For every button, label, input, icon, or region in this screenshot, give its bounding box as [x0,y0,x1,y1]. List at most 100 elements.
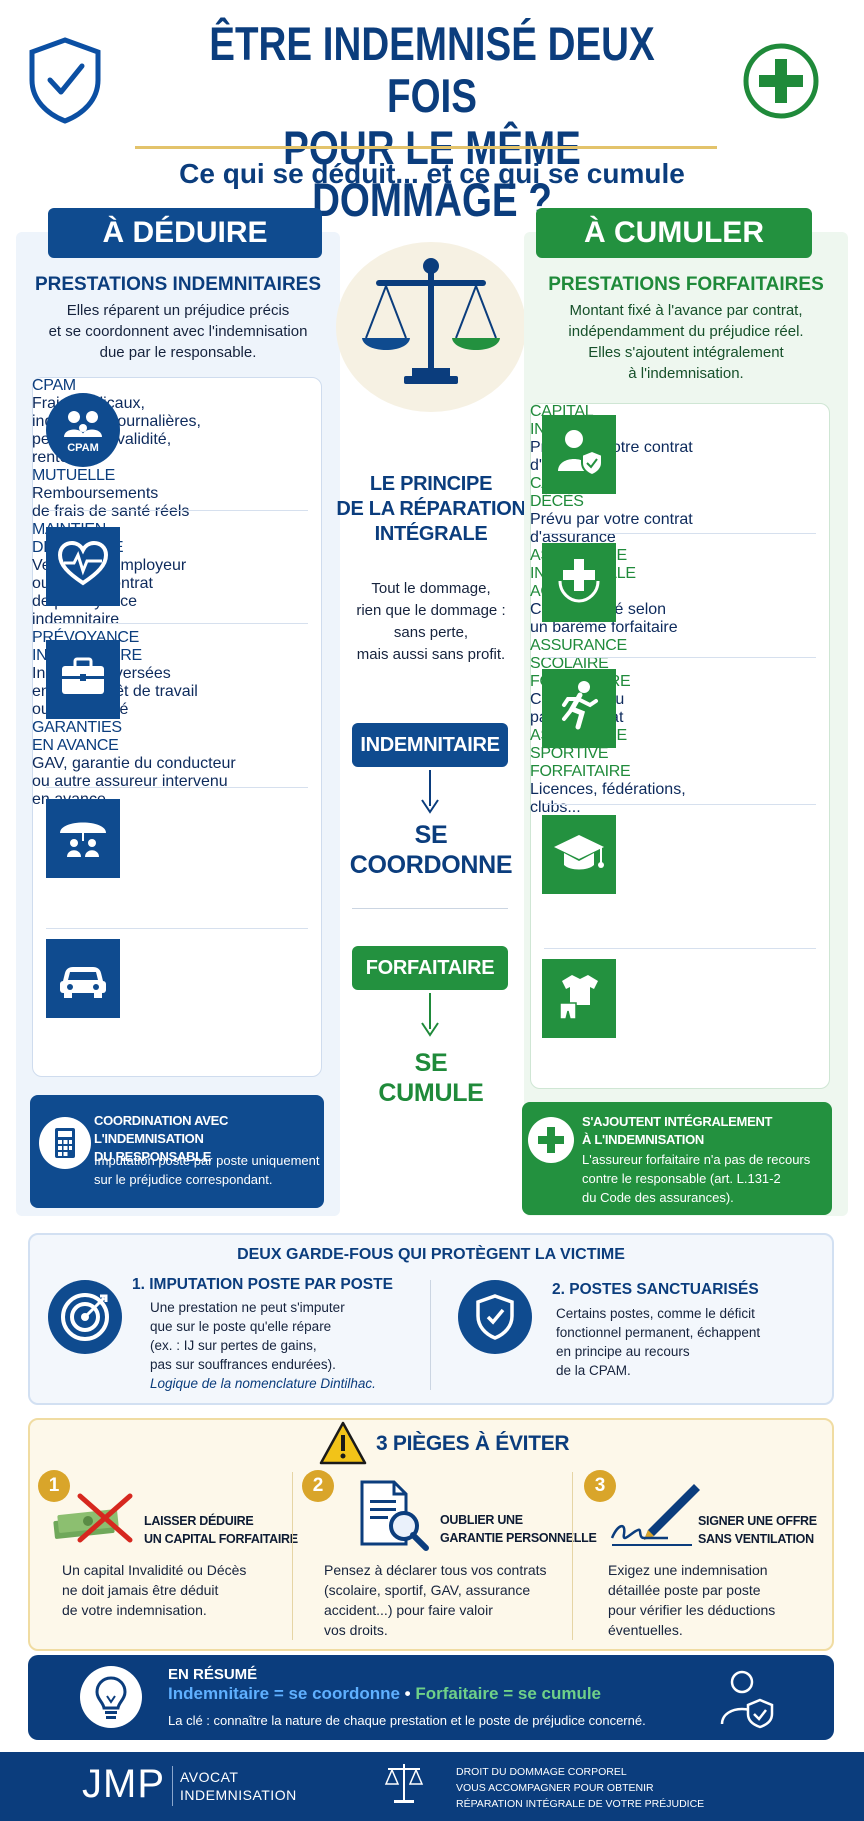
desc-line: Exigez une indemnisation [608,1562,768,1578]
desc-line: accident...) pour faire valoir [324,1602,493,1618]
coordonne-result: SE COORDONNE [336,820,526,880]
desc-line: Prévu par votre contrat [530,511,693,528]
desc-line: de frais de santé réels [32,503,190,520]
box-desc-line: Imputation poste par poste uniquement [94,1153,320,1168]
arrow-down-icon [418,993,442,1039]
divider [544,948,816,949]
divider [46,928,308,929]
left-desc-line: et se coordonnent avec l'indemnisation [48,323,308,340]
desc-line: de votre indemnisation. [62,1602,207,1618]
desc-line: vos droits. [324,1622,388,1638]
desc-line: ne doit jamais être déduit [62,1582,219,1598]
person-shield-icon [542,415,616,494]
family-icon: CPAM [46,393,120,467]
result-line: SE [414,821,448,849]
desc-line: Pensez à déclarer tous vos contrats [324,1562,547,1578]
pitfall-title-line: OUBLIER UNE [440,1513,523,1527]
pitfall-divider [292,1472,293,1640]
footer-logo-divider [172,1766,173,1806]
pitfalls-section [28,1418,834,1651]
desc-line: Certains postes, comme le déficit [556,1306,755,1321]
pitfall1-title: LAISSER DÉDUIRE UN CAPITAL FORFAITAIRE [144,1512,298,1548]
g1-title: 1. IMPUTATION POSTE PAR POSTE [132,1276,393,1293]
summary-formula: Indemnitaire = se coordonne • Forfaitair… [168,1684,601,1704]
box-title-line: À L'INDEMNISATION [582,1132,704,1147]
shield-check-icon [26,36,104,124]
item-name-line: ASSURANCE [530,637,627,654]
divider [46,510,308,511]
summary-eq1: = se coordonne [269,1684,400,1703]
footer-brand: AVOCAT INDEMNISATION [180,1768,297,1804]
summary-eq2: = se cumule [498,1684,602,1703]
footer-tagline-line: DROIT DU DOMMAGE CORPOREL [456,1766,627,1778]
principle-desc-line: rien que le dommage : [356,602,506,619]
desc-line: Licences, fédérations, [530,781,686,798]
item-name-line: FORFAITAIRE [530,763,631,780]
principle-title: LE PRINCIPE DE LA RÉPARATION INTÉGRALE [336,472,526,547]
right-items: CAPITAL INVALIDITÉ Prévu par votre contr… [530,403,830,1089]
pitfall-title-line: GARANTIE PERSONNELLE [440,1531,597,1545]
mutuelle-desc: Remboursements de frais de santé réels [32,485,322,521]
summary-title: EN RÉSUMÉ [168,1666,258,1683]
right-section-title: PRESTATIONS FORFAITAIRES [548,274,824,295]
person-shield-icon [712,1664,780,1732]
pitfall-divider [572,1472,573,1640]
safeguards-divider [430,1280,431,1390]
item-name-line: SPORTIVE [530,745,609,762]
result-line: SE [414,1049,448,1077]
right-section-desc: Montant fixé à l'avance par contrat, ind… [528,300,844,384]
pitfall1-desc: Un capital Invalidité ou Décès ne doit j… [62,1560,246,1620]
desc-line: Remboursements [32,485,159,502]
desc-line: Un capital Invalidité ou Décès [62,1562,247,1578]
right-desc-line: Elles s'ajoutent intégralement [588,344,784,361]
desc-line: clubs... [530,799,581,816]
desc-line: en principe au recours [556,1344,690,1359]
divider [544,804,816,805]
forfaitaire-tag: FORFAITAIRE [352,946,508,990]
money-crossed-icon [50,1488,140,1548]
lightbulb-icon [80,1666,142,1728]
indemnitaire-tag: INDEMNITAIRE [352,723,508,767]
mutuelle-name: MUTUELLE [32,467,322,485]
left-section-desc: Elles réparent un préjudice précis et se… [20,300,336,363]
left-section-title: PRESTATIONS INDEMNITAIRES [34,274,322,295]
principle-title-line: DE LA RÉPARATION [336,498,526,520]
sport-shirt-icon [542,959,616,1038]
box-desc-line: contre le responsable (art. L.131-2 [582,1171,781,1186]
g1-note: Logique de la nomenclature Dintilhac. [150,1376,376,1391]
cumuler-heading: À CUMULER [536,208,812,258]
footer-bar [0,1752,864,1821]
pitfall3-desc: Exigez une indemnisation détaillée poste… [608,1560,775,1640]
pitfall-number: 1 [38,1470,70,1502]
principle-desc: Tout le dommage, rien que le dommage : s… [336,578,526,666]
pitfall3-title: SIGNER UNE OFFRE SANS VENTILATION [698,1512,817,1548]
footer-logo: JMP [82,1762,165,1806]
safeguards-section [28,1233,834,1405]
footer-brand-line: INDEMNISATION [180,1787,297,1803]
divider [544,533,816,534]
footer-tagline: DROIT DU DOMMAGE CORPOREL VOUS ACCOMPAGN… [456,1764,704,1812]
pitfall-number: 2 [302,1470,334,1502]
document-magnifier-icon [352,1478,436,1554]
desc-line: (scolaire, sportif, GAV, assurance [324,1582,531,1598]
pitfalls-title: 3 PIÈGES À ÉVITER [376,1432,570,1455]
briefcase-icon [46,640,120,719]
integralement-box: S'AJOUTENT INTÉGRALEMENT À L'INDEMNISATI… [522,1102,832,1215]
g1-desc: Une prestation ne peut s'imputer que sur… [150,1298,376,1393]
box-title-line: COORDINATION AVEC L'INDEMNISATION [94,1113,229,1146]
desc-line: fonctionnel permanent, échappent [556,1325,761,1340]
cpam-name: CPAM [32,377,322,395]
box-title-line: DU RESPONSABLE [94,1149,212,1164]
plus-icon [528,1117,574,1163]
shield-check-icon [458,1280,532,1354]
summary-forfaitaire: Forfaitaire [415,1684,499,1703]
box-desc-line: L'assureur forfaitaire n'a pas de recour… [582,1152,811,1167]
desc-line: (ex. : IJ sur pertes de gains, [150,1338,317,1353]
umbrella-family-icon [46,799,120,878]
box-desc-line: du Code des assurances). [582,1190,734,1205]
right-desc-line: Montant fixé à l'avance par contrat, [569,302,803,319]
left-desc-line: due par le responsable. [99,344,257,361]
principle-title-line: INTÉGRALE [374,523,488,545]
title-divider [135,146,717,149]
desc-line: indemnitaire [32,611,120,628]
